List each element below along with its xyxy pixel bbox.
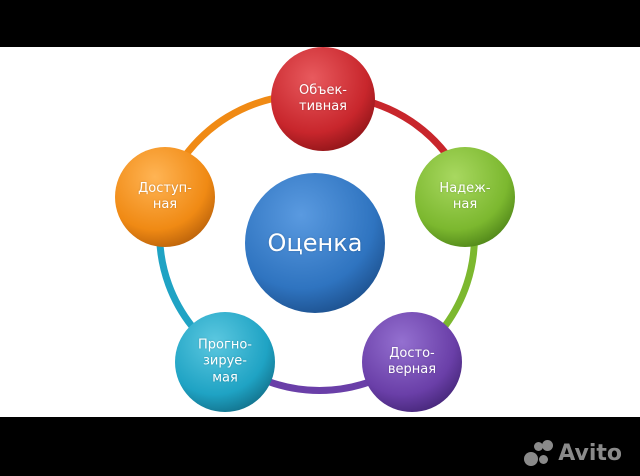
node-center	[245, 173, 385, 313]
node-accessible	[115, 147, 215, 247]
node-credible	[362, 312, 462, 412]
avito-watermark: Avito	[524, 440, 622, 466]
node-label-reliable: Надеж- ная	[439, 180, 491, 212]
node-label-predictable: Прогно- зируе- мая	[198, 337, 252, 386]
diagram-canvas: Оценка Объек- тивная Надеж- ная Досто- в…	[0, 47, 640, 417]
cycle-diagram	[115, 47, 515, 412]
node-predictable	[175, 312, 275, 412]
node-objective	[271, 47, 375, 151]
avito-logo-icon	[524, 440, 554, 466]
avito-text: Avito	[558, 440, 622, 466]
node-reliable	[415, 147, 515, 247]
node-label-credible: Досто- верная	[387, 345, 437, 377]
node-label-objective: Объек- тивная	[299, 82, 347, 114]
center-label: Оценка	[267, 229, 363, 257]
node-label-accessible: Доступ- ная	[138, 180, 192, 212]
